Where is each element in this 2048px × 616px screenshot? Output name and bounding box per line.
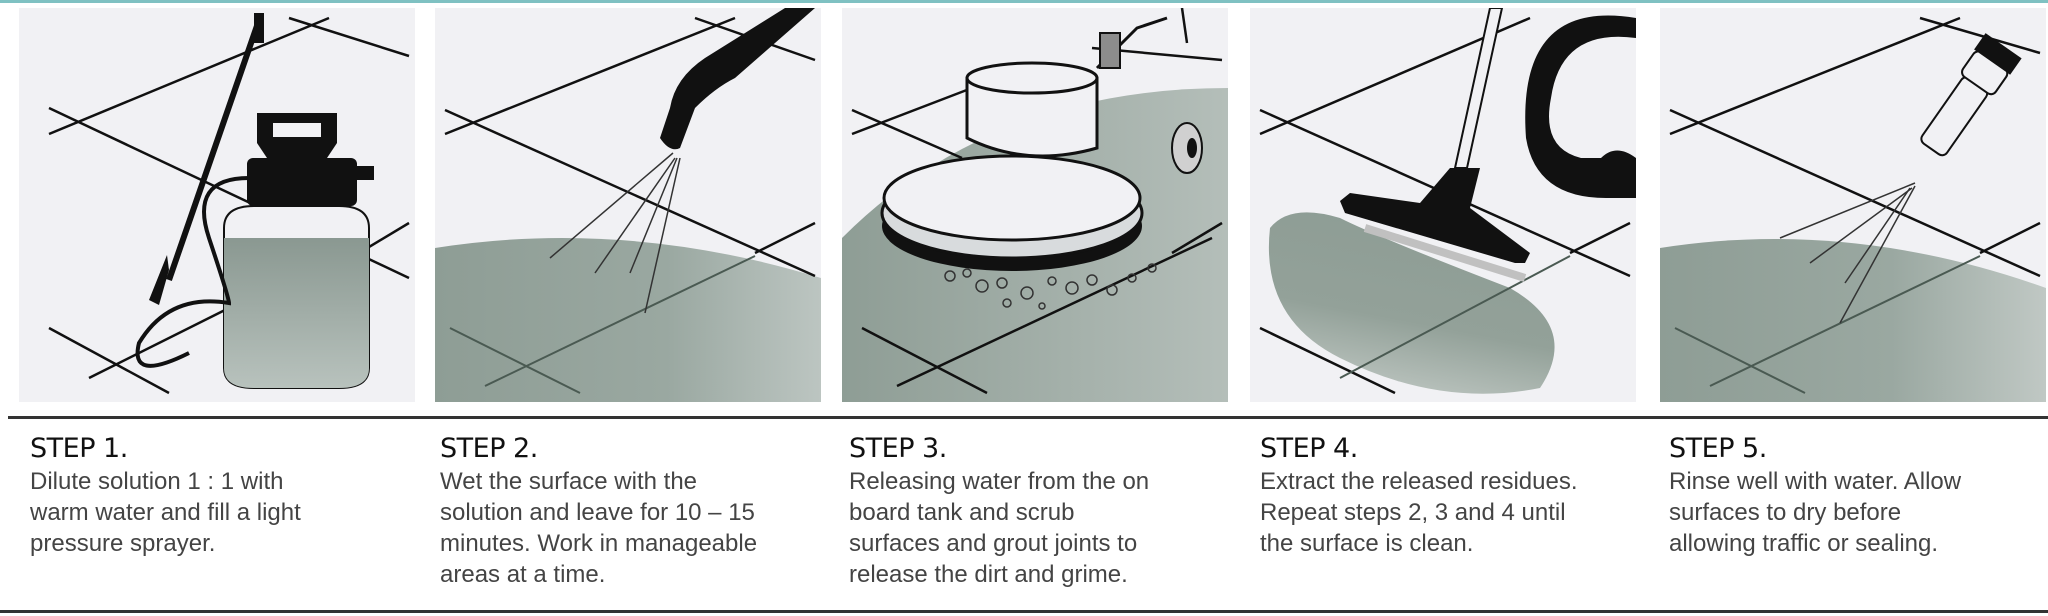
- pressure-sprayer-icon: [48, 13, 410, 395]
- step-5-title: STEP 5.: [1669, 433, 1767, 464]
- top-divider: [8, 416, 2048, 419]
- step-2-line-4: areas at a time.: [440, 561, 606, 588]
- step-5-illustration: [1660, 8, 2046, 402]
- step-1-line-1: Dilute solution 1 : 1 with: [30, 468, 284, 495]
- step-4-line-1: Extract the released residues.: [1260, 468, 1578, 495]
- step-1-title: STEP 1.: [30, 433, 128, 464]
- step-4-illustration: [1250, 8, 1636, 402]
- step-1-caption: STEP 1. Dilute solution 1 : 1 with warm …: [30, 432, 400, 559]
- step-1-line-3: pressure sprayer.: [30, 530, 216, 557]
- step-4-caption: STEP 4. Extract the released residues. R…: [1260, 432, 1630, 559]
- step-2-caption: STEP 2. Wet the surface with the solutio…: [440, 432, 810, 590]
- step-4-line-2: Repeat steps 2, 3 and 4 until: [1260, 499, 1566, 526]
- bottom-divider: [0, 610, 2048, 613]
- step-2-line-3: minutes. Work in manageable: [440, 530, 758, 557]
- spray-wand-icon: [435, 8, 821, 402]
- step-3-line-3: surfaces and grout joints to: [849, 530, 1138, 557]
- floor-scrubber-icon: [842, 8, 1228, 402]
- rinse-nozzle-icon: [1660, 16, 2046, 402]
- step-1-line-2: warm water and fill a light: [30, 499, 301, 526]
- wet-vacuum-icon: [1259, 8, 1636, 395]
- step-5-line-1: Rinse well with water. Allow: [1669, 468, 1962, 495]
- step-2-title: STEP 2.: [440, 433, 538, 464]
- top-accent-border: [0, 0, 2048, 3]
- step-3-caption: STEP 3. Releasing water from the on boar…: [849, 432, 1219, 590]
- step-5-line-2: surfaces to dry before: [1669, 499, 1902, 526]
- step-3-line-4: release the dirt and grime.: [849, 561, 1128, 588]
- step-1-illustration: [19, 8, 415, 402]
- step-3-illustration: [842, 8, 1228, 402]
- step-3-line-1: Releasing water from the on: [849, 468, 1150, 495]
- step-2-line-2: solution and leave for 10 – 15: [440, 499, 755, 526]
- step-3-title: STEP 3.: [849, 433, 947, 464]
- step-4-title: STEP 4.: [1260, 433, 1358, 464]
- step-2-line-1: Wet the surface with the: [440, 468, 698, 495]
- step-5-line-3: allowing traffic or sealing.: [1669, 530, 1939, 557]
- step-3-line-2: board tank and scrub: [849, 499, 1075, 526]
- step-2-illustration: [435, 8, 821, 402]
- step-4-line-3: the surface is clean.: [1260, 530, 1474, 557]
- step-5-caption: STEP 5. Rinse well with water. Allow sur…: [1669, 432, 2039, 559]
